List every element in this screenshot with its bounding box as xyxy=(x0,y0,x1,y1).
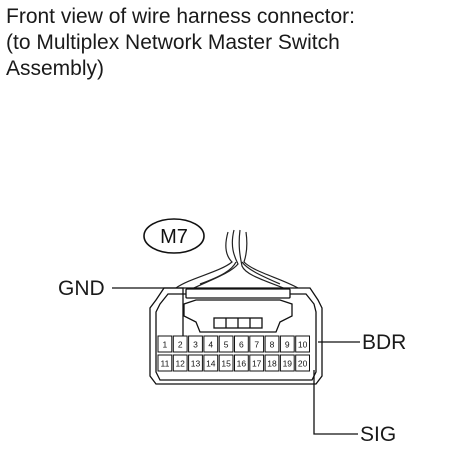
gnd-label: GND xyxy=(58,277,105,300)
connector-pin-label: 13 xyxy=(191,359,201,369)
wire-bundle xyxy=(175,229,299,291)
caption-line-3: Assembly) xyxy=(6,57,105,80)
sig-label: SIG xyxy=(360,423,396,446)
connector-pin-label: 14 xyxy=(206,359,216,369)
connector-pin-17: 17 xyxy=(249,354,265,372)
sig-leader xyxy=(313,370,358,435)
connector-pin-3: 3 xyxy=(188,335,203,353)
gnd-leader xyxy=(112,287,184,336)
connector-pin-label: 20 xyxy=(298,359,308,369)
connector-pin-18: 18 xyxy=(264,354,280,372)
connector-pin-19: 19 xyxy=(279,354,295,372)
connector-pin-label: 12 xyxy=(175,359,185,369)
connector-pin-13: 13 xyxy=(188,354,203,372)
connector-pin-8: 8 xyxy=(264,335,280,353)
connector-pin-label: 5 xyxy=(224,340,229,350)
connector-pin-label: 10 xyxy=(298,340,308,350)
caption-line-1: Front view of wire harness connector: xyxy=(6,5,355,28)
connector-pin-label: 11 xyxy=(160,359,169,369)
connector-pin-9: 9 xyxy=(279,335,295,353)
connector-pin-4: 4 xyxy=(203,335,219,353)
diagram-caption: Front view of wire harness connector: (t… xyxy=(6,4,468,82)
connector-pin-16: 16 xyxy=(234,354,249,372)
connector-pin-label: 19 xyxy=(283,359,293,369)
connector-pin-label: 6 xyxy=(239,340,244,350)
connector-pin-20: 20 xyxy=(295,354,311,372)
connector-pin-label: 17 xyxy=(252,359,262,369)
connector-pin-2: 2 xyxy=(172,335,188,353)
leader-lines xyxy=(112,287,360,435)
connector-pin-label: 15 xyxy=(221,359,231,369)
connector-pin-12: 12 xyxy=(172,354,188,372)
connector-pin-5: 5 xyxy=(218,335,234,353)
connector-pin-label: 16 xyxy=(237,359,247,369)
connector-id-label: M7 xyxy=(160,226,188,248)
connector-pin-6: 6 xyxy=(234,335,249,353)
connector-pin-label: 8 xyxy=(270,340,275,350)
connector-pin-label: 3 xyxy=(193,340,198,350)
connector-pin-10: 10 xyxy=(295,335,311,353)
connector-pin-1: 1 xyxy=(157,335,173,353)
connector-pin-label: 9 xyxy=(285,340,290,350)
connector-pin-11: 11 xyxy=(157,354,173,372)
bdr-label: BDR xyxy=(362,331,406,354)
caption-line-2: (to Multiplex Network Master Switch xyxy=(6,31,340,54)
connector-pin-15: 15 xyxy=(218,354,234,372)
connector-pin-7: 7 xyxy=(249,335,265,353)
connector-pin-label: 4 xyxy=(208,340,213,350)
connector-id-badge: M7 xyxy=(143,218,205,254)
connector-pin-label: 18 xyxy=(267,359,277,369)
connector-pin-14: 14 xyxy=(203,354,219,372)
connector-pin-label: 7 xyxy=(254,340,259,350)
connector-pin-label: 1 xyxy=(163,340,168,350)
connector-pin-label: 2 xyxy=(178,340,183,350)
